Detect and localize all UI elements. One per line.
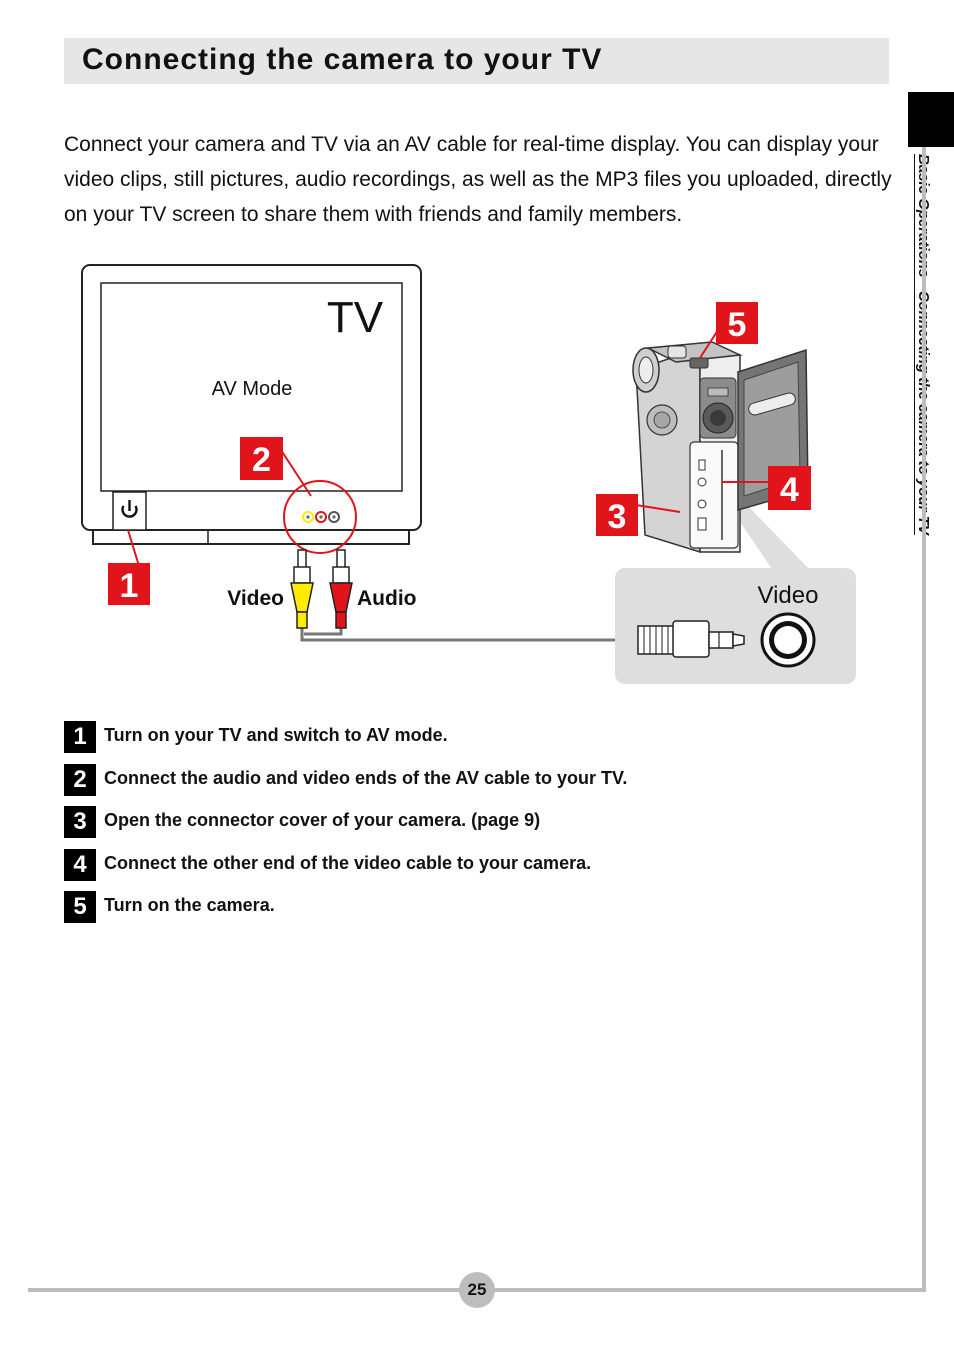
callout-3 (596, 494, 638, 536)
step-5: 5 Turn on the camera. (64, 891, 884, 934)
step-1: 1 Turn on your TV and switch to AV mode. (64, 721, 884, 764)
video-plug (290, 549, 314, 629)
step-3: 3 Open the connector cover of your camer… (64, 806, 884, 849)
video-plug-label: Video (227, 587, 284, 610)
camcorder-illustration (632, 341, 809, 554)
callout-2-number: 2 (252, 441, 271, 479)
step-number-badge: 4 (64, 848, 96, 881)
callout-5 (716, 302, 758, 344)
tv-label: TV (327, 293, 384, 342)
step-text: Turn on your TV and switch to AV mode. (104, 725, 448, 745)
av-input-jacks (302, 511, 340, 523)
av-cable (290, 549, 637, 642)
audio-plug (329, 549, 353, 629)
video-port-icon (760, 612, 816, 668)
step-number-badge: 5 (64, 891, 96, 923)
title-bar: Connecting the camera to your TV (64, 38, 889, 84)
callout-3-number: 3 (608, 498, 627, 536)
callout-2 (240, 437, 283, 480)
page-title: Connecting the camera to your TV (82, 43, 603, 76)
step-number-badge: 1 (64, 721, 96, 753)
step-text: Connect the other end of the video cable… (104, 852, 592, 873)
callout-1 (108, 563, 150, 605)
step-number-badge: 2 (64, 763, 96, 796)
step-2: 2 Connect the audio and video ends of th… (64, 763, 884, 807)
steps-list: 1 Turn on your TV and switch to AV mode.… (64, 721, 884, 934)
step-text: Open the connector cover of your camera.… (104, 810, 541, 830)
step-4: 4 Connect the other end of the video cab… (64, 848, 884, 892)
callout-5-number: 5 (728, 306, 747, 344)
power-icon (121, 500, 138, 518)
inset-pointer (732, 502, 812, 572)
callout-1-number: 1 (120, 567, 139, 605)
chapter-tab (908, 92, 954, 147)
callout-4-number: 4 (780, 471, 799, 509)
page-number: 25 (459, 1272, 495, 1308)
callout-4 (768, 466, 811, 510)
screen-mode-text: AV Mode (212, 378, 293, 400)
mini-plug (637, 620, 745, 658)
step-number-badge: 3 (64, 806, 96, 838)
step-text: Connect the audio and video ends of the … (104, 767, 628, 788)
audio-plug-label: Audio (357, 587, 416, 610)
video-port-inset: Video (615, 568, 856, 684)
intro-paragraph: Connect your camera and TV via an AV cab… (64, 133, 892, 226)
inset-video-label: Video (758, 582, 819, 609)
step-text: Turn on the camera. (104, 895, 275, 915)
right-rule (922, 147, 926, 1292)
jacks-highlight-circle (283, 480, 357, 554)
tv-illustration: TV AV Mode (81, 264, 422, 554)
